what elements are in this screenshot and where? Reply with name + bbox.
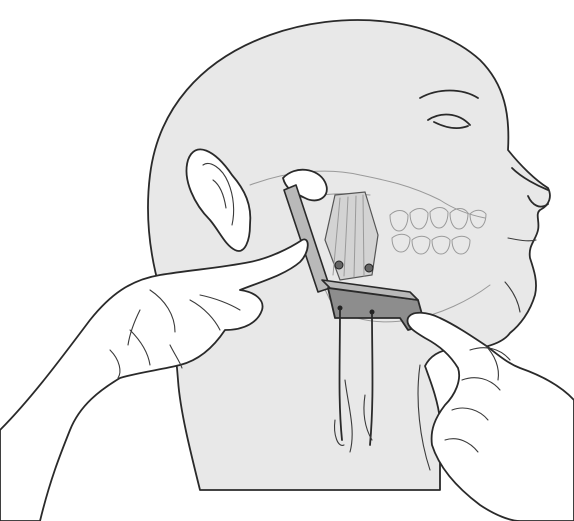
- jaw-examination-illustration: [0, 0, 574, 521]
- illustration-canvas: [0, 0, 574, 521]
